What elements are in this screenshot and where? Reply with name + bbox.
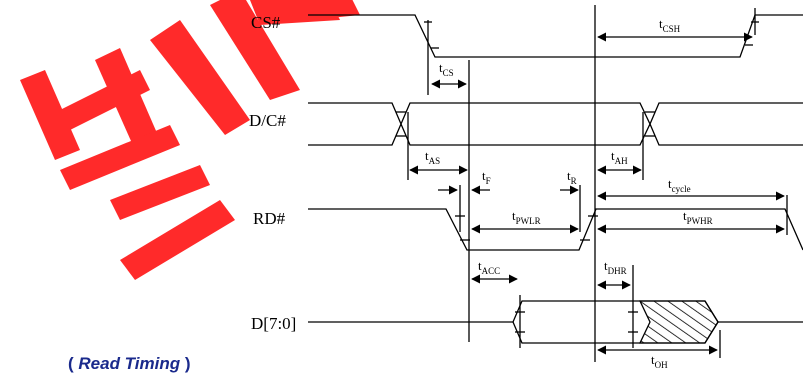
data-invalid-hatch <box>638 300 719 344</box>
param-tdhr: tDHR <box>604 258 627 276</box>
param-tpwhr: tPWHR <box>683 208 713 226</box>
param-tcsh: tCSH <box>659 16 681 34</box>
param-tah: tAH <box>611 148 628 166</box>
signal-label-dc: D/C# <box>249 111 286 130</box>
param-toh: tOH <box>651 352 668 370</box>
cs-waveform <box>308 14 803 58</box>
signal-labels: CS# D/C# RD# D[7:0] <box>249 13 296 333</box>
rd-waveform <box>308 208 803 251</box>
param-tpwlr: tPWLR <box>512 208 541 226</box>
dc-waveform <box>308 102 803 146</box>
dimension-arrows <box>409 32 785 355</box>
param-tacc: tACC <box>478 258 500 276</box>
param-tcycle: tcycle <box>668 176 691 194</box>
param-tas: tAS <box>425 148 440 166</box>
figure-caption: ( Read Timing ) <box>68 354 190 374</box>
caption-open: ( <box>68 354 79 373</box>
caption-close: ) <box>180 354 191 373</box>
param-tf: tF <box>482 168 491 186</box>
signal-label-data: D[7:0] <box>251 314 296 333</box>
signal-label-cs: CS# <box>251 13 281 32</box>
reference-lines <box>407 5 788 362</box>
signal-label-rd: RD# <box>253 209 286 228</box>
param-tcs: tCS <box>439 60 454 78</box>
timing-parameter-labels: tCS tCSH tAS tAH tF tR tcycle tPWLR tPWH… <box>425 16 713 370</box>
param-tr: tR <box>567 168 577 186</box>
watermark <box>20 0 360 280</box>
transition-ticks <box>396 21 759 333</box>
caption-text: Read Timing <box>78 354 181 373</box>
data-bus-waveform <box>308 300 803 344</box>
